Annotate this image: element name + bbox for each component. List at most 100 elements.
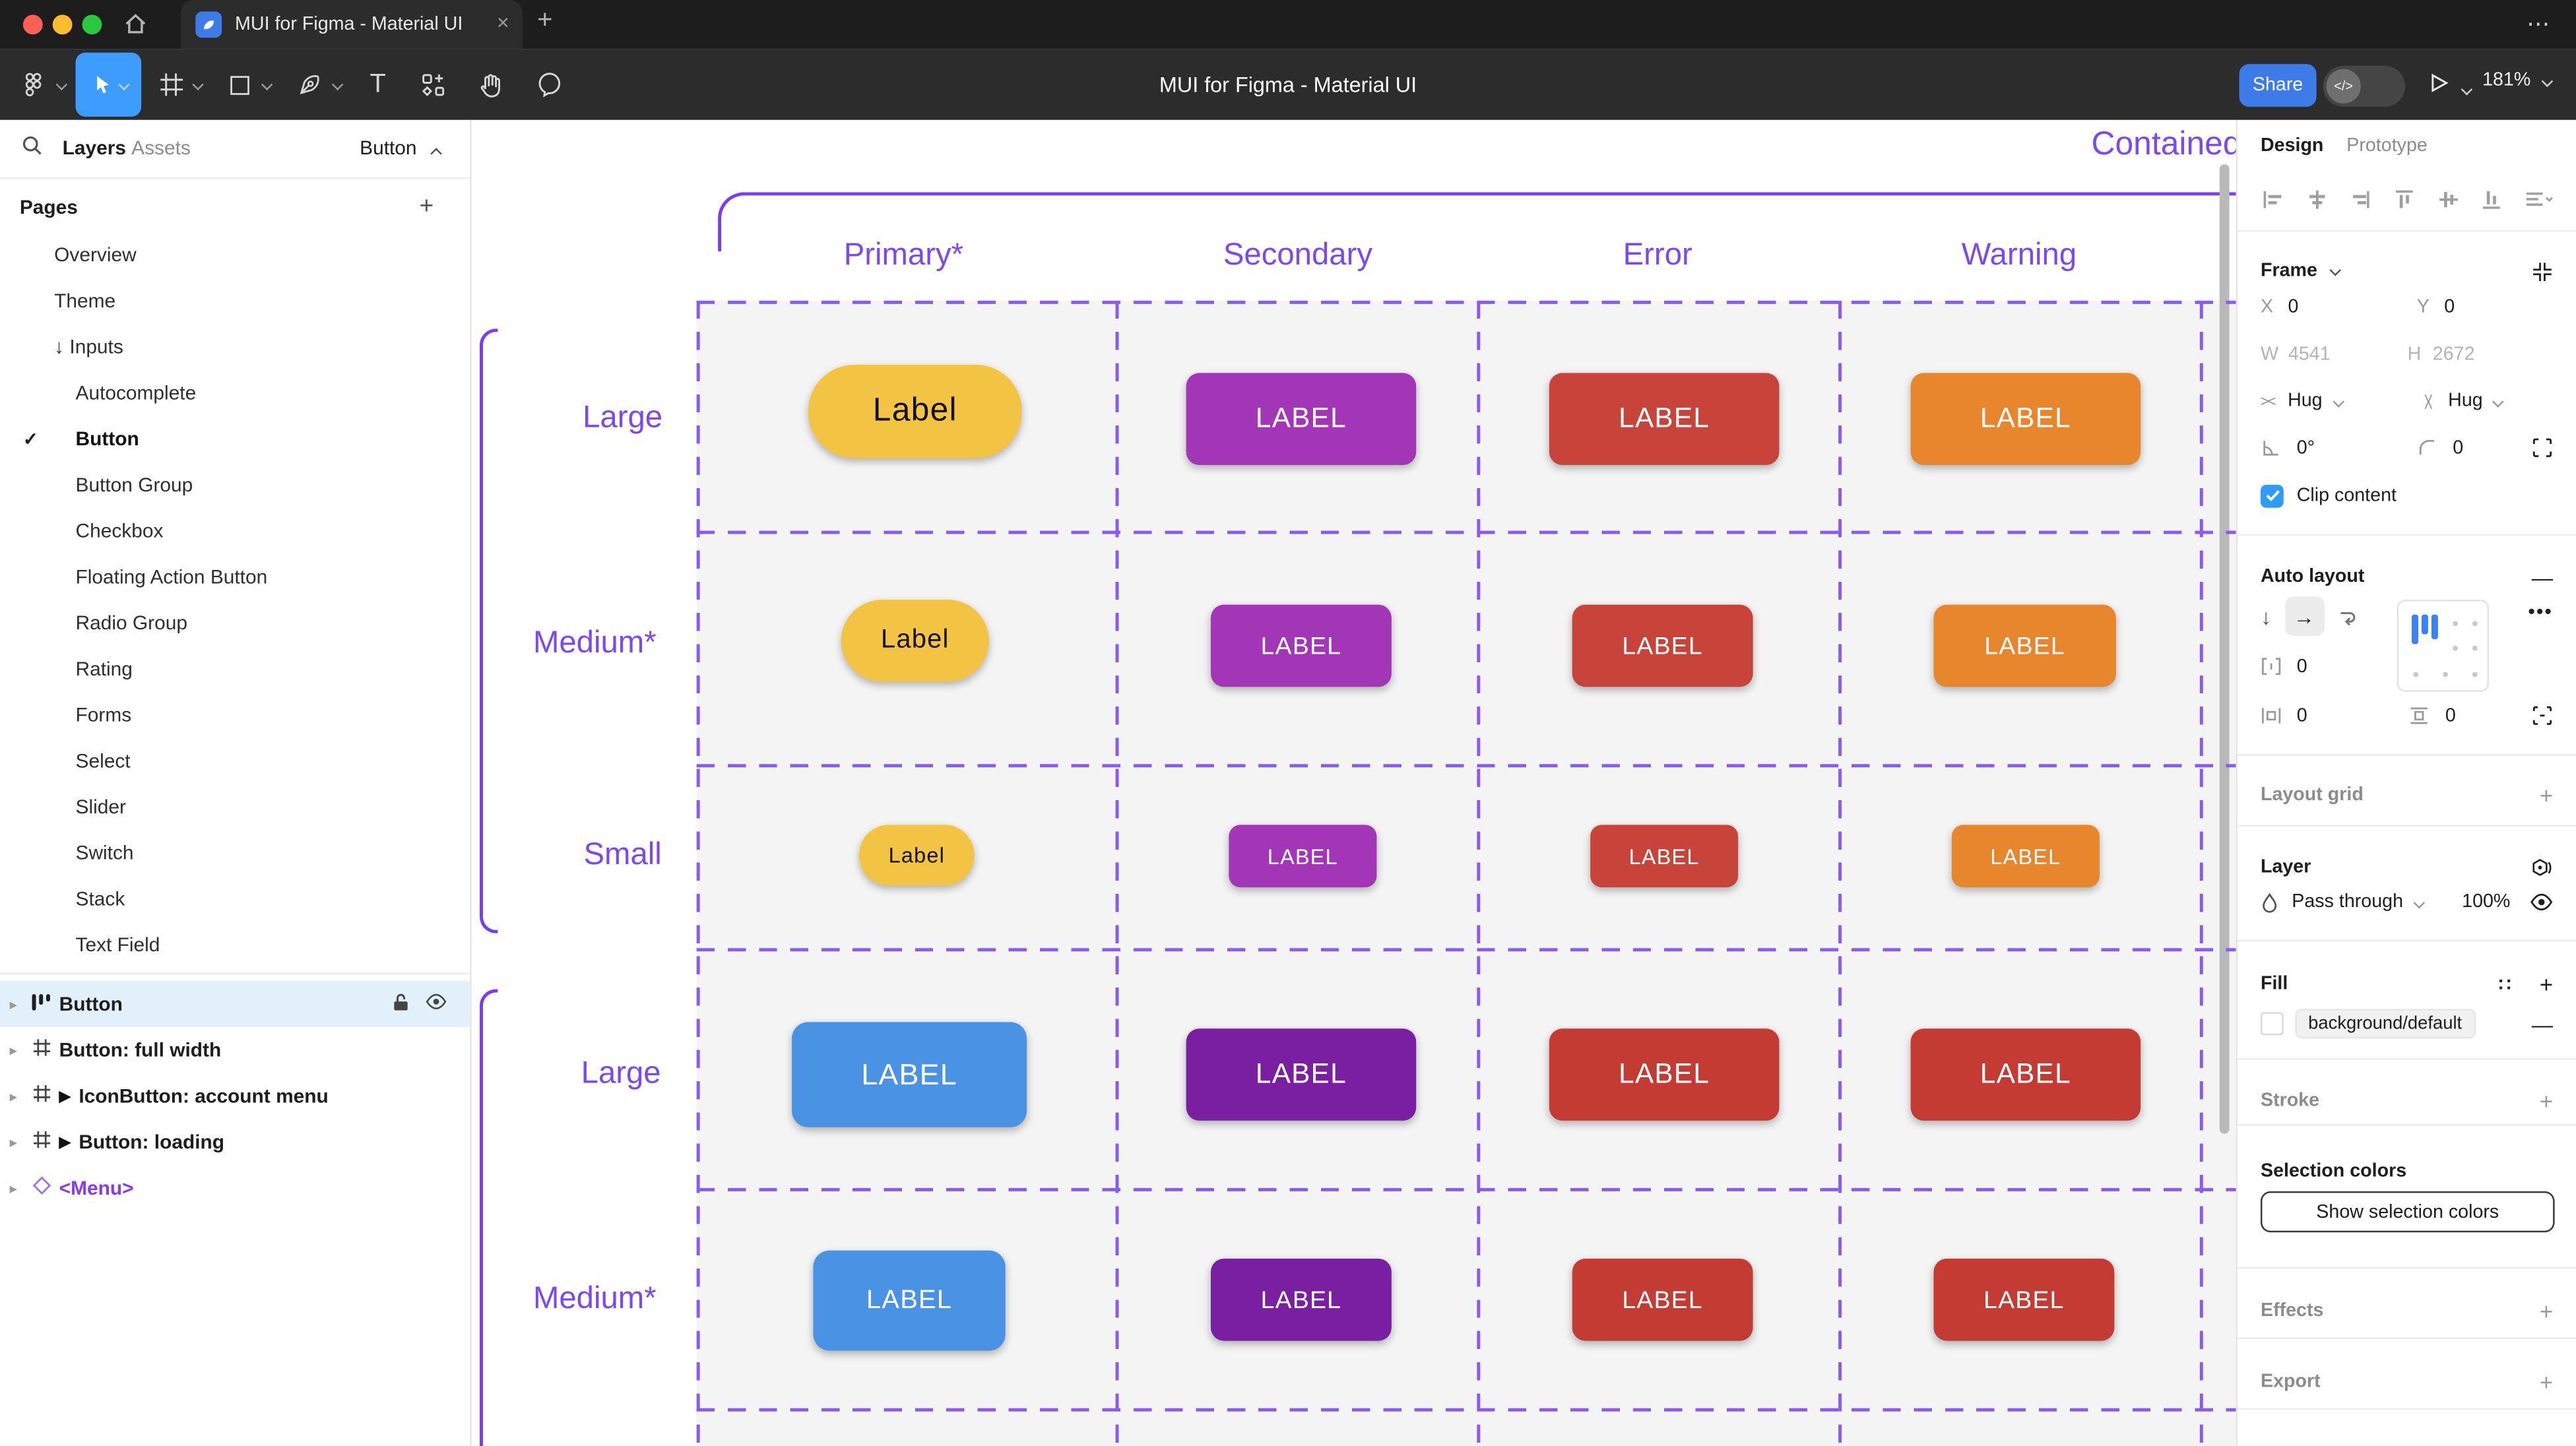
layer-row[interactable]: ▸▶IconButton: account menu [0,1073,470,1119]
layer-row[interactable]: ▸<Menu> [0,1165,470,1211]
pen-tool-icon[interactable] [291,49,327,120]
vertical-padding-input[interactable]: 0 [2445,705,2456,726]
unlock-icon[interactable] [393,991,409,1016]
blend-mode-select[interactable]: Pass through [2292,893,2403,913]
canvas-button[interactable]: LABEL [1549,1028,1780,1121]
canvas-button[interactable]: LABEL [1951,825,2100,888]
align-left-icon[interactable] [2261,187,2285,211]
main-menu-icon[interactable] [13,49,53,120]
collapse-icon[interactable] [2532,261,2553,282]
page-item[interactable]: Theme [0,278,470,324]
close-window-button[interactable] [22,15,43,35]
component-arrow-icon[interactable]: ▶ [59,1133,71,1150]
independent-corners-icon[interactable] [2532,437,2553,458]
page-item[interactable]: Text Field [0,922,470,968]
new-tab-button[interactable]: + [537,6,553,35]
home-icon[interactable] [121,10,149,46]
resources-tool-icon[interactable] [414,49,453,120]
align-vertical-center-icon[interactable] [2435,187,2460,211]
dev-mode-toggle[interactable]: </> [2323,65,2406,107]
individual-padding-icon[interactable] [2532,705,2553,726]
align-right-icon[interactable] [2348,187,2373,211]
tab-close-icon[interactable]: × [496,9,509,35]
window-more-icon[interactable]: ⋯ [2527,9,2554,36]
flow-wrap-icon[interactable] [2337,606,2358,627]
tab-design[interactable]: Design [2260,136,2324,156]
page-item[interactable]: Floating Action Button [0,553,470,600]
page-item[interactable]: Overview [0,232,470,278]
canvas-button[interactable]: LABEL [1549,373,1780,465]
align-horizontal-center-icon[interactable] [2304,187,2329,211]
clip-content-row[interactable]: Clip content [2260,484,2553,508]
canvas-button[interactable]: Label [841,600,989,682]
page-item[interactable]: Rating [0,646,470,692]
tab-layers[interactable]: Layers [62,136,126,160]
canvas-button[interactable]: LABEL [1210,604,1392,687]
add-stroke-button[interactable]: + [2539,1087,2554,1114]
expand-chevron-icon[interactable]: ▸ [9,1180,16,1196]
layer-visibility-eye-icon[interactable] [2530,893,2553,913]
align-bottom-icon[interactable] [2480,187,2504,211]
tab-prototype[interactable]: Prototype [2346,136,2428,156]
canvas-button[interactable]: LABEL [1229,825,1377,888]
page-item[interactable]: ↓ Inputs [0,324,470,370]
hug-vertical-select[interactable]: Hug [2448,391,2483,411]
layer-row[interactable]: ▸Button: full width [0,1027,470,1073]
horizontal-padding-input[interactable]: 0 [2296,705,2307,726]
auto-layout-more-icon[interactable]: ••• [2528,603,2554,623]
fill-style-chip[interactable]: background/default [2295,1009,2476,1039]
opacity-input[interactable]: 100% [2462,893,2511,913]
page-selector[interactable]: Button [360,137,442,160]
fill-color-swatch[interactable] [2260,1012,2284,1036]
remove-auto-layout-button[interactable]: — [2531,564,2554,589]
page-item[interactable]: Button Group [0,462,470,508]
present-icon[interactable] [2428,73,2474,102]
layer-row[interactable]: ▸Button [0,981,470,1027]
flow-horizontal-icon-selected[interactable]: → [2284,596,2324,636]
page-item[interactable]: Select [0,738,470,784]
distribute-icon[interactable] [2523,187,2553,210]
file-tab[interactable]: MUI for Figma - Material UI × [180,0,523,49]
canvas-button[interactable]: LABEL [1910,1028,2141,1121]
minimize-window-button[interactable] [52,15,73,35]
zoom-level-control[interactable]: 181% [2482,71,2553,90]
component-arrow-icon[interactable]: ▶ [59,1086,71,1104]
move-tool-selected[interactable] [75,52,142,117]
blend-mode-icon[interactable] [2530,858,2553,878]
zoom-window-button[interactable] [82,15,102,35]
canvas-button[interactable]: LABEL [1572,1259,1753,1341]
expand-chevron-icon[interactable]: ▸ [9,1088,16,1104]
hug-horizontal-select[interactable]: Hug [2288,391,2323,411]
share-button[interactable]: Share [2239,64,2317,107]
page-item[interactable]: Forms [0,692,470,738]
tab-assets[interactable]: Assets [131,136,191,160]
fill-styles-icon[interactable]: :: [2497,974,2514,994]
shape-tool-icon[interactable] [222,49,258,120]
page-item[interactable]: Slider [0,784,470,830]
add-page-button[interactable]: + [419,192,434,220]
page-item[interactable]: ✓Button [0,416,470,462]
page-item[interactable]: Autocomplete [0,369,470,416]
canvas-button[interactable]: LABEL [1186,1028,1417,1121]
visibility-eye-icon[interactable] [426,992,447,1015]
canvas-button[interactable]: LABEL [813,1250,1006,1351]
page-item[interactable]: Checkbox [0,508,470,554]
search-icon[interactable] [21,135,42,161]
layer-row[interactable]: ▸▶Button: loading [0,1119,470,1165]
add-layout-grid-button[interactable]: + [2539,782,2554,809]
canvas-button[interactable]: LABEL [1572,604,1753,687]
add-fill-button[interactable]: + [2539,971,2554,997]
y-input[interactable]: 0 [2444,297,2455,317]
canvas-button[interactable]: LABEL [1210,1259,1392,1341]
gap-input[interactable]: 0 [2296,657,2307,677]
fill-row[interactable]: background/default — [2260,1009,2553,1039]
canvas-button[interactable]: Label [859,825,975,886]
x-input[interactable]: 0 [2288,297,2299,317]
show-selection-colors-button[interactable]: Show selection colors [2260,1191,2555,1233]
corner-radius-input[interactable]: 0 [2453,437,2464,458]
frame-tool-icon[interactable] [153,49,189,120]
rotation-input[interactable]: 0° [2296,437,2315,458]
w-input[interactable]: 4541 [2288,345,2331,365]
canvas-button[interactable]: LABEL [792,1022,1027,1127]
